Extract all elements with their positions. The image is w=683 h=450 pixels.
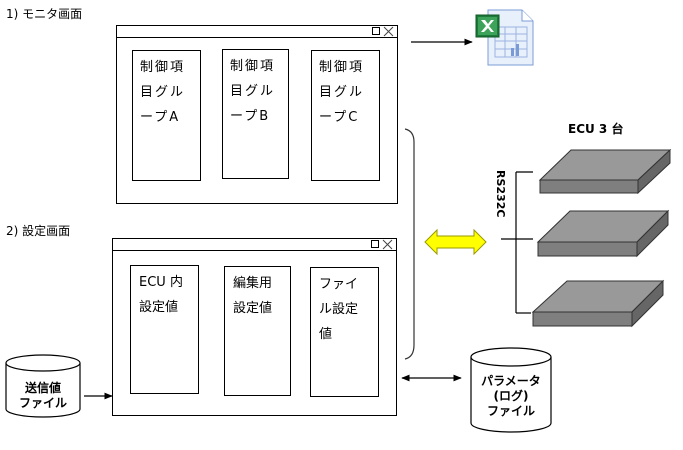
panel-text: 制御項	[140, 60, 186, 75]
maximize-icon[interactable]	[371, 240, 379, 248]
ecu-title: ECU 3 台	[568, 122, 624, 136]
panel-text: 制御項	[319, 60, 365, 75]
rs232c-label: RS232C	[494, 170, 507, 218]
monitor-section-label: 1) モニタ画面	[6, 7, 83, 21]
ecu-settings-panel: ECU 内 設定値	[130, 265, 199, 394]
maximize-icon[interactable]	[372, 27, 380, 35]
label-line: (ログ)	[493, 389, 529, 403]
close-icon[interactable]	[382, 239, 393, 250]
panel-text: ECU 内	[139, 275, 183, 290]
panel-text: 制御項	[230, 59, 276, 74]
panel-text: 編集用	[233, 276, 273, 291]
settings-window: ECU 内 設定値 編集用 設定値 ファイ ル設定 値	[112, 238, 397, 416]
panel-text: ル設定	[319, 302, 359, 317]
bracket	[404, 128, 415, 360]
close-icon[interactable]	[383, 26, 394, 37]
monitor-window-titlebar	[117, 26, 397, 38]
panel-text: ファイ	[319, 277, 359, 292]
send-file-cylinder	[5, 354, 81, 418]
settings-section-label: 2) 設定画面	[6, 224, 71, 238]
settings-window-titlebar	[113, 239, 396, 251]
param-log-cylinder	[470, 347, 552, 433]
ecu-box-3	[531, 279, 665, 328]
rs232c-lines	[501, 171, 533, 314]
param-file-label: パラメータ (ログ) ファイル	[471, 374, 551, 419]
edit-settings-panel: 編集用 設定値	[224, 266, 291, 396]
bidirectional-arrow	[424, 228, 487, 256]
panel-text: ープB	[230, 109, 271, 124]
panel-text: ープC	[319, 110, 360, 125]
excel-file-icon	[475, 9, 534, 66]
panel-text: 設定値	[139, 300, 179, 315]
label-line: ファイル	[486, 404, 535, 418]
label-line: 送信値	[24, 381, 61, 395]
panel-text: 値	[319, 327, 333, 342]
panel-text: ープA	[140, 110, 181, 125]
send-file-label: 送信値 ファイル	[6, 381, 80, 411]
file-settings-panel: ファイ ル設定 値	[310, 267, 379, 397]
ecu-box-1	[538, 148, 672, 195]
panel-text: 目グル	[319, 85, 365, 100]
ecu-box-2	[536, 209, 670, 258]
panel-text: 目グル	[140, 85, 186, 100]
control-group-b-panel: 制御項 目グル ープB	[222, 49, 289, 179]
panel-text: 目グル	[230, 84, 276, 99]
panel-text: 設定値	[233, 301, 273, 316]
label-line: ファイル	[18, 396, 67, 410]
control-group-c-panel: 制御項 目グル ープC	[311, 50, 380, 181]
control-group-a-panel: 制御項 目グル ープA	[132, 50, 201, 181]
label-line: パラメータ	[481, 374, 541, 388]
monitor-window: 制御項 目グル ープA 制御項 目グル ープB 制御項 目グル ープC	[116, 25, 398, 204]
